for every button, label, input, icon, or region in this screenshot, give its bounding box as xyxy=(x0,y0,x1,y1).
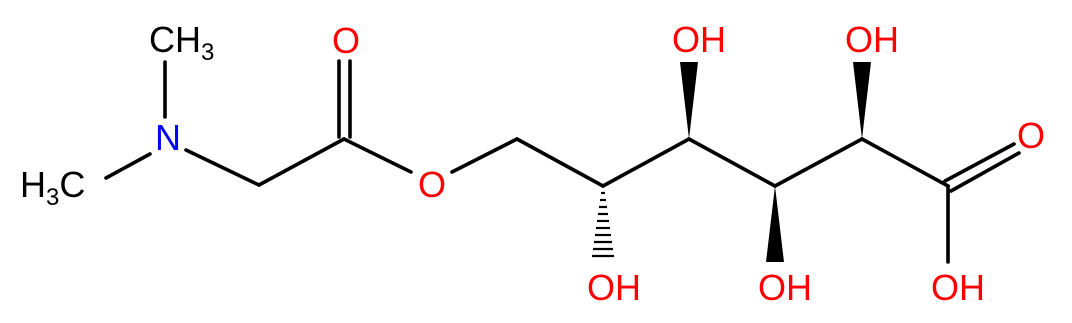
methyl-top-label: CH3 xyxy=(149,19,214,66)
bond-c5-c4 xyxy=(601,137,691,188)
acid-carbonyl-oxygen-label: O xyxy=(1017,115,1045,156)
bond-layer xyxy=(104,59,1021,264)
bond-c1-o-double-a xyxy=(943,142,1016,183)
bond-ester-o-c6 xyxy=(450,137,519,174)
hydroxyl-c2-label: OH xyxy=(845,19,899,60)
hydroxyl-c5-label: OH xyxy=(587,267,641,308)
bond-c4-c3 xyxy=(687,137,777,188)
methyl-left-label: H3C xyxy=(20,164,85,211)
solid-wedge-c4-oh xyxy=(680,62,698,139)
bond-carbonyl-c-ester-o xyxy=(342,137,413,174)
nitrogen-label: N xyxy=(155,117,181,158)
bond-c2-c1 xyxy=(860,137,950,188)
acid-hydroxyl-label: OH xyxy=(931,267,985,308)
hydroxyl-c4-label: OH xyxy=(672,19,726,60)
bond-c3-c2 xyxy=(773,137,864,188)
carbonyl-oxygen-label: O xyxy=(332,20,360,61)
bond-c6-c5 xyxy=(515,137,605,188)
solid-wedge-c3-oh xyxy=(766,186,784,262)
bond-ch2-carbonyl-c xyxy=(257,137,346,187)
solid-wedge-c2-oh xyxy=(853,62,871,139)
bond-n-ch2 xyxy=(184,148,261,187)
hashed-wedge-c5-oh xyxy=(592,191,614,258)
bond-c1-o-double-b xyxy=(949,151,1021,193)
ester-oxygen-label: O xyxy=(418,164,446,205)
bond-n-methyl-left xyxy=(104,152,152,180)
atom-label-layer: CH3 H3C N O O OH OH OH OH O OH xyxy=(20,19,1045,308)
hydroxyl-c3-label: OH xyxy=(758,267,812,308)
